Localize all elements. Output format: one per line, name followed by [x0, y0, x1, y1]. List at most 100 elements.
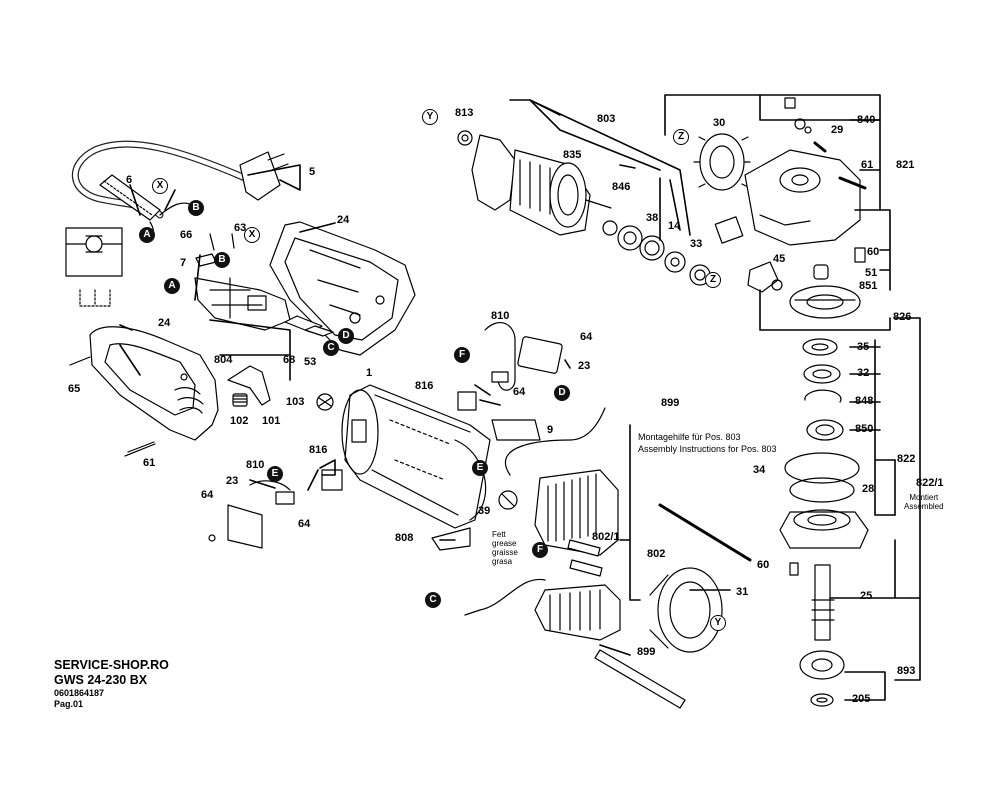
part-label-28: 28: [862, 483, 875, 495]
part-label-5: 5: [309, 166, 316, 178]
part-label-64d: 64: [298, 518, 311, 530]
part-label-7: 7: [180, 257, 187, 269]
part-label-808: 808: [395, 532, 414, 544]
part-label-24a: 24: [337, 214, 350, 226]
part-label-30: 30: [713, 117, 726, 129]
spindle-stack-drawing: [779, 338, 869, 707]
connector-marker-x2: X: [244, 227, 260, 243]
connector-marker-f1: F: [454, 347, 470, 363]
part-label-822-1: 822/1: [916, 477, 944, 489]
part-label-813: 813: [455, 107, 474, 119]
armature-drawing: [457, 130, 711, 286]
part-label-9: 9: [547, 424, 554, 436]
part-label-14: 14: [668, 220, 681, 232]
part-label-60a: 60: [867, 246, 880, 258]
connector-marker-d1: D: [338, 328, 354, 344]
part-label-804: 804: [214, 354, 233, 366]
assembled-en: Assembled: [904, 502, 944, 511]
part-label-101: 101: [262, 415, 281, 427]
part-label-64a: 64: [580, 331, 593, 343]
part-label-63: 63: [234, 222, 247, 234]
motor-housing-drawing: [341, 384, 491, 529]
part-label-66: 66: [180, 229, 193, 241]
part-label-821: 821: [896, 159, 915, 171]
gear-head-drawing: [693, 97, 867, 319]
connector-marker-z2: Z: [705, 272, 721, 288]
part-label-802: 802: [647, 548, 666, 560]
grease-en: grease: [492, 539, 517, 548]
part-label-51: 51: [865, 267, 878, 279]
part-label-64b: 64: [513, 386, 526, 398]
assembly-note-de: Montagehilfe für Pos. 803: [638, 432, 741, 442]
connector-marker-c1: C: [323, 340, 339, 356]
connector-marker-x1: X: [152, 178, 168, 194]
grease-es: grasa: [492, 557, 513, 566]
part-label-822: 822: [897, 453, 916, 465]
part-label-6: 6: [126, 174, 133, 186]
part-label-65: 65: [68, 383, 81, 395]
connector-marker-e1: E: [472, 460, 488, 476]
part-label-848: 848: [855, 395, 874, 407]
part-label-205: 205: [852, 693, 871, 705]
part-label-68: 68: [283, 354, 296, 366]
part-label-850: 850: [855, 423, 874, 435]
part-label-840: 840: [857, 114, 876, 126]
part-label-25: 25: [860, 590, 873, 602]
part-label-851: 851: [859, 280, 878, 292]
connector-marker-d2: D: [554, 385, 570, 401]
part-label-35: 35: [857, 341, 870, 353]
assembly-note-en: Assembly Instructions for Pos. 803: [638, 444, 777, 454]
part-label-899a: 899: [661, 397, 680, 409]
part-number: 0601864187: [54, 688, 105, 698]
part-label-61a: 61: [861, 159, 874, 171]
part-label-103: 103: [286, 396, 305, 408]
part-label-64c: 64: [201, 489, 214, 501]
part-label-816a: 816: [415, 380, 434, 392]
part-label-32: 32: [857, 367, 870, 379]
connector-marker-y1: Y: [422, 109, 438, 125]
page-footer: SERVICE-SHOP.RO GWS 24-230 BX 0601864187…: [54, 658, 169, 710]
housing-half-lower-drawing: [69, 326, 219, 457]
lever-spring-drawing: [227, 365, 271, 407]
connector-marker-f2: F: [532, 542, 548, 558]
wiring-schematic: [65, 227, 123, 307]
connector-marker-c2: C: [425, 592, 441, 608]
part-label-893: 893: [897, 665, 916, 677]
part-label-23a: 23: [578, 360, 591, 372]
part-label-29: 29: [831, 124, 844, 136]
part-label-1: 1: [366, 367, 373, 379]
part-label-803: 803: [597, 113, 616, 125]
connector-marker-b2: B: [214, 252, 230, 268]
shop-name: SERVICE-SHOP.RO: [54, 658, 169, 672]
part-label-61b: 61: [143, 457, 156, 469]
part-label-53: 53: [304, 356, 317, 368]
grease-note: Fett grease graisse grasa: [492, 530, 518, 566]
air-guide-drawing: [649, 567, 723, 653]
part-label-60b: 60: [757, 559, 770, 571]
part-label-802-1: 802/1: [592, 531, 620, 543]
model-name: GWS 24-230 BX: [54, 673, 148, 687]
part-label-39: 39: [478, 505, 491, 517]
part-label-810b: 810: [246, 459, 265, 471]
grease-fr: graisse: [492, 548, 518, 557]
brush-parts-drawing: [208, 322, 563, 549]
connector-marker-a2: A: [164, 278, 180, 294]
part-label-899b: 899: [637, 646, 656, 658]
part-label-816b: 816: [309, 444, 328, 456]
connector-marker-b1: B: [188, 200, 204, 216]
grease-de: Fett: [492, 530, 506, 539]
connector-marker-z1: Z: [673, 129, 689, 145]
leader-lines: [119, 94, 921, 701]
housing-half-upper-drawing: [269, 221, 416, 356]
assembled-note: Montiert Assembled: [904, 493, 944, 511]
part-label-102: 102: [230, 415, 249, 427]
part-label-45: 45: [773, 253, 786, 265]
part-label-38: 38: [646, 212, 659, 224]
part-label-31: 31: [736, 586, 749, 598]
connector-marker-y2: Y: [710, 615, 726, 631]
part-label-23b: 23: [226, 475, 239, 487]
part-label-846: 846: [612, 181, 631, 193]
part-label-835: 835: [563, 149, 582, 161]
